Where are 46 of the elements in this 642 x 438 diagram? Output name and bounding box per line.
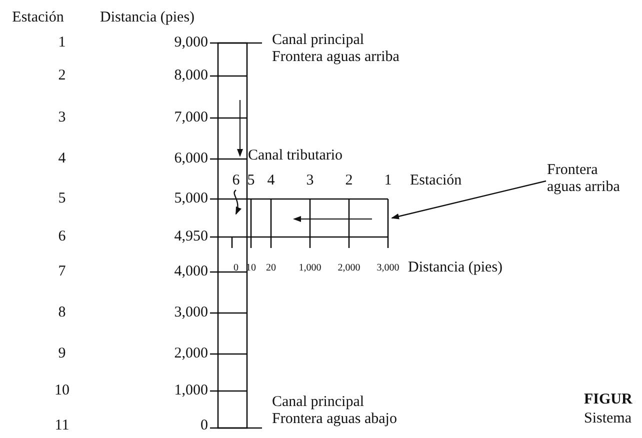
channel-title: Canal tributario bbox=[248, 148, 343, 164]
distance-value: 1,000 bbox=[298, 262, 322, 276]
distance-value: 3,000 bbox=[174, 304, 208, 322]
station-number: 3 bbox=[306, 172, 314, 190]
leader-line bbox=[234, 190, 242, 215]
header: Estación bbox=[12, 10, 64, 26]
distance-value: 0 bbox=[200, 418, 208, 434]
distance-value: 20 bbox=[266, 262, 276, 276]
distance-value: 4,950 bbox=[174, 228, 208, 246]
station-number: 1 bbox=[58, 34, 66, 52]
station-number: 4 bbox=[267, 172, 275, 190]
figure-caption: Sistema bbox=[584, 410, 632, 428]
distance-value: 10 bbox=[246, 262, 256, 276]
distance-value: 8,000 bbox=[174, 68, 208, 84]
distance-value: 6,000 bbox=[174, 150, 208, 168]
distance-value: 5,000 bbox=[174, 190, 208, 208]
station-number: 4 bbox=[58, 150, 66, 168]
station-number: 2 bbox=[345, 172, 353, 190]
station-number: 6 bbox=[232, 172, 240, 190]
axis-title: Estación bbox=[410, 172, 462, 190]
boundary-note: Canal principal Frontera aguas abajo bbox=[272, 394, 398, 428]
figure-caption: FIGUR bbox=[584, 392, 632, 408]
distance-value: 0 bbox=[234, 262, 238, 276]
distance-value: 2,000 bbox=[174, 346, 208, 362]
axis-title: Distancia (pies) bbox=[408, 260, 503, 276]
station-number: 6 bbox=[58, 228, 66, 246]
station-number: 1 bbox=[384, 172, 392, 190]
distance-value: 3,000 bbox=[376, 262, 400, 276]
station-number: 9 bbox=[58, 346, 66, 362]
boundary-note: Frontera aguas arriba bbox=[547, 162, 629, 196]
distance-value: 7,000 bbox=[174, 110, 208, 126]
boundary-note: Canal principal Frontera aguas arriba bbox=[272, 32, 400, 66]
station-number: 5 bbox=[247, 172, 255, 190]
station-number: 3 bbox=[58, 110, 66, 126]
station-number: 5 bbox=[58, 190, 66, 208]
distance-value: 1,000 bbox=[174, 382, 208, 400]
station-number: 11 bbox=[54, 418, 70, 434]
distance-value: 4,000 bbox=[174, 264, 208, 280]
leader-line bbox=[391, 180, 546, 220]
distance-value: 9,000 bbox=[174, 34, 208, 52]
station-number: 2 bbox=[58, 68, 66, 84]
station-number: 7 bbox=[58, 264, 66, 280]
distance-value: 2,000 bbox=[338, 262, 360, 276]
header: Distancia (pies) bbox=[100, 10, 195, 26]
station-number: 10 bbox=[54, 382, 70, 400]
station-number: 8 bbox=[58, 304, 66, 322]
